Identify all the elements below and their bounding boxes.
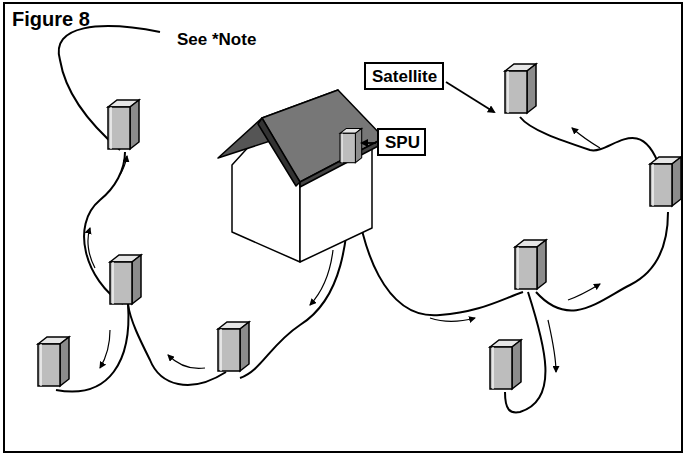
box-text: Satellite <box>372 67 437 87</box>
spu-label-box: SPU <box>377 128 426 156</box>
satellites <box>38 64 681 389</box>
figure-title: Figure 8 <box>12 8 90 31</box>
wires <box>56 26 668 412</box>
spu-unit <box>340 128 362 162</box>
box-text: SPU <box>385 133 420 153</box>
frame <box>4 3 682 452</box>
flow-arrows <box>88 128 600 372</box>
satellite-label-box: Satellite <box>364 62 444 90</box>
note-label: See *Note <box>177 30 256 50</box>
house <box>218 90 384 262</box>
